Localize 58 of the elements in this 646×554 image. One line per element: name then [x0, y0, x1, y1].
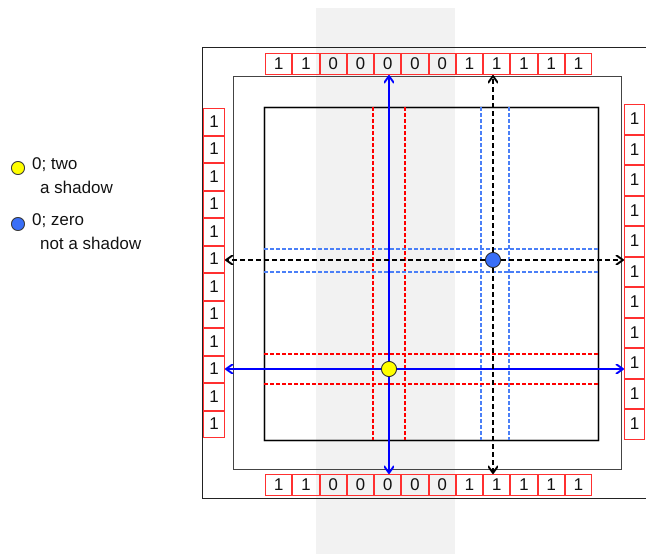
bit-cell: 0	[428, 53, 456, 75]
bit-cell: 1	[292, 474, 320, 496]
bit-cell: 1	[203, 383, 225, 410]
marker-dot	[485, 252, 501, 268]
bit-cell: 1	[203, 218, 225, 246]
bit-cell: 1	[624, 409, 645, 440]
arrow	[225, 254, 485, 266]
bit-cell: 1	[265, 53, 292, 75]
bit-cell: 0	[346, 474, 374, 496]
bit-cell: 1	[510, 474, 538, 496]
bit-cell: 0	[401, 474, 428, 496]
bit-cell: 1	[203, 300, 225, 328]
bit-cell: 1	[203, 273, 225, 300]
bit-cell: 1	[203, 356, 225, 383]
bit-cell: 0	[401, 53, 428, 75]
bit-cell: 1	[624, 134, 645, 165]
bit-cell: 1	[624, 378, 645, 409]
bit-cell: 1	[203, 163, 225, 190]
arrow	[383, 75, 395, 361]
bit-cell: 1	[203, 136, 225, 163]
bit-cell: 1	[624, 348, 645, 378]
legend-text: 0; two a shadow	[32, 153, 113, 199]
bit-cell: 1	[624, 165, 645, 196]
arrow	[487, 75, 499, 252]
arrow	[225, 363, 381, 375]
bit-cell: 0	[346, 53, 374, 75]
bit-cell: 0	[320, 53, 347, 75]
bit-cell: 1	[203, 246, 225, 273]
bit-cell: 1	[624, 318, 645, 348]
bit-cell: 1	[538, 53, 565, 75]
bit-cell: 0	[374, 474, 402, 496]
legend-text: 0; zero not a shadow	[32, 209, 142, 255]
bit-cell: 1	[265, 474, 292, 496]
bit-cell: 0	[320, 474, 347, 496]
bit-cell: 1	[483, 474, 510, 496]
bit-cell: 0	[374, 53, 402, 75]
arrow	[487, 268, 499, 474]
bit-cell: 1	[203, 190, 225, 218]
bit-cell: 1	[624, 226, 645, 256]
bit-cell: 1	[624, 256, 645, 287]
bit-cell: 0	[428, 474, 456, 496]
bit-cell: 1	[203, 410, 225, 438]
arrow	[383, 377, 395, 474]
bit-cell: 1	[624, 196, 645, 226]
bit-cell: 1	[456, 474, 483, 496]
bit-cell: 1	[483, 53, 510, 75]
bit-cell: 1	[624, 104, 645, 134]
bit-cell: 1	[292, 53, 320, 75]
bit-cell: 1	[624, 287, 645, 318]
arrow	[397, 363, 624, 375]
bit-cell: 1	[564, 53, 592, 75]
bit-cell: 1	[564, 474, 592, 496]
arrow	[501, 254, 624, 266]
bit-cell: 1	[538, 474, 565, 496]
bit-cell: 1	[203, 328, 225, 356]
bit-cell: 1	[510, 53, 538, 75]
bit-cell: 1	[456, 53, 483, 75]
bit-cell: 1	[203, 108, 225, 136]
